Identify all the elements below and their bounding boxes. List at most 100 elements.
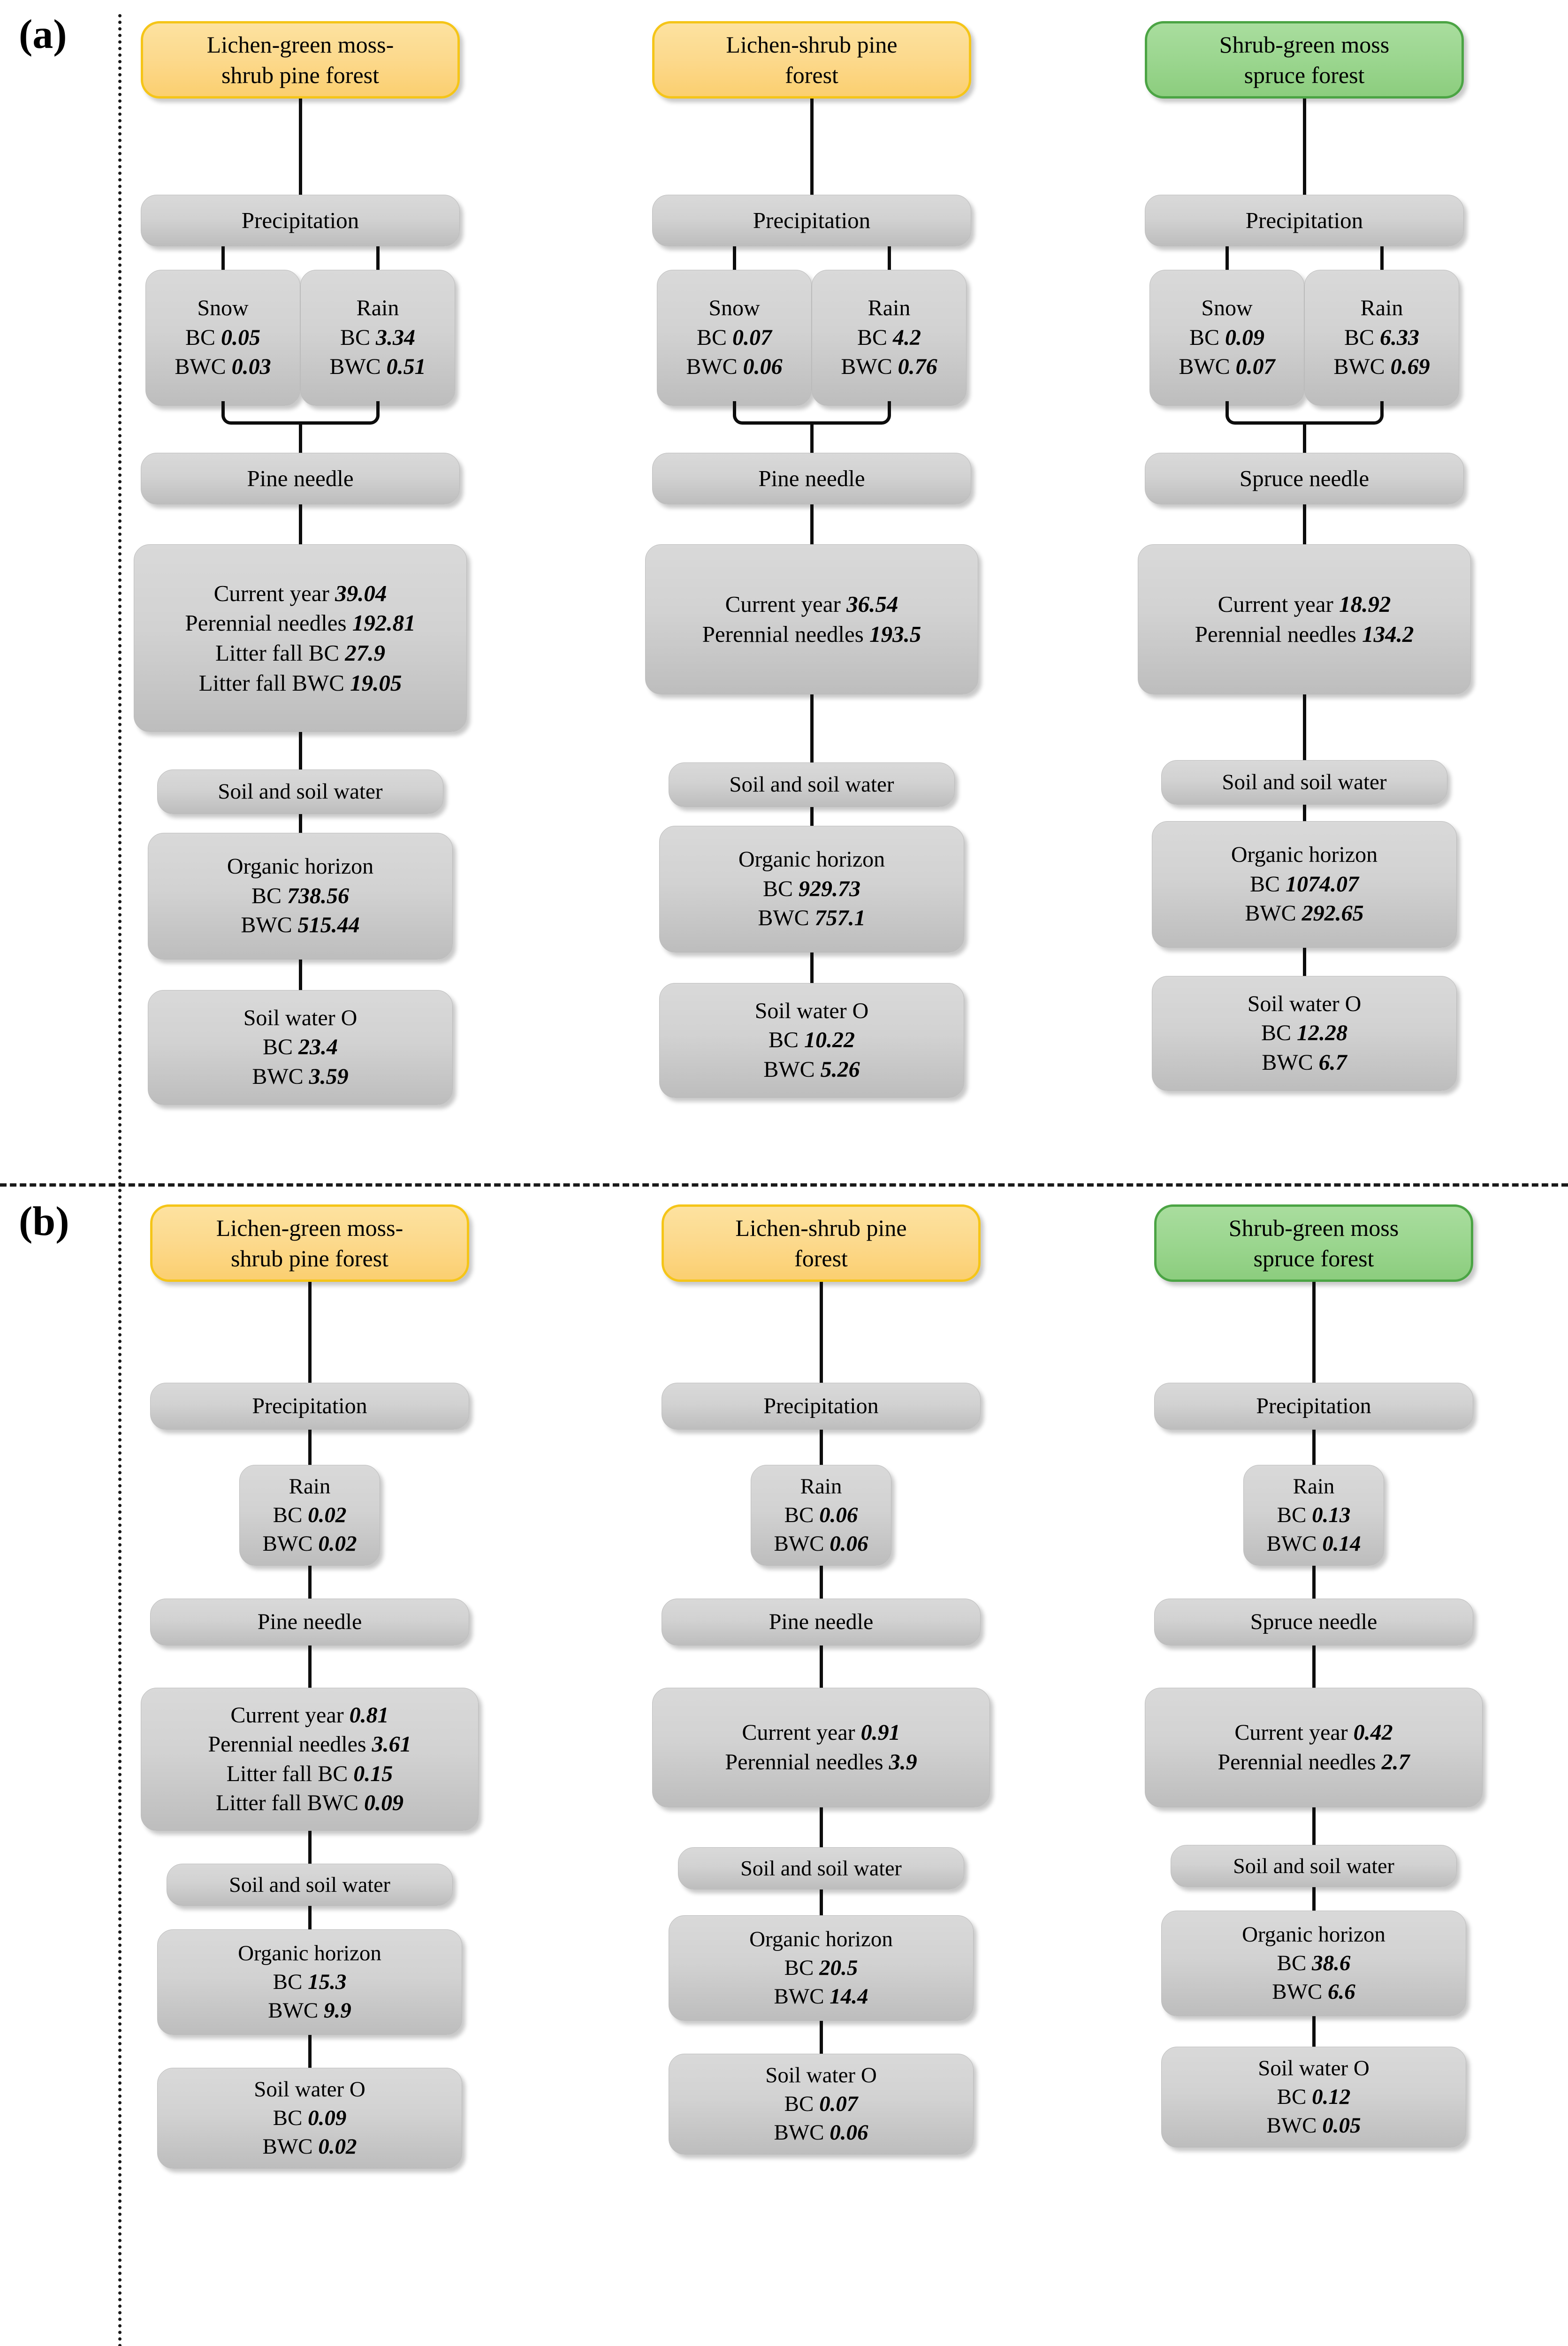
precipitation-node-col1[interactable]: Precipitation xyxy=(150,1383,469,1430)
needle-detail-node-col3-line-2: Perennial needles 134.2 xyxy=(1195,619,1414,649)
connector-needle-detail-col1 xyxy=(308,1645,312,1688)
soil-node-col2-label-1: Soil and soil water xyxy=(740,1856,902,1881)
soil-node-col2[interactable]: Soil and soil water xyxy=(678,1847,964,1889)
connector-header-precip-col2 xyxy=(810,99,814,195)
snow-node-col1-value-2: 0.05 xyxy=(221,325,261,350)
precipitation-node-col3[interactable]: Precipitation xyxy=(1154,1383,1473,1430)
needle-node-col2[interactable]: Pine needle xyxy=(662,1599,981,1645)
organic-horizon-node-col1-line-2: BC 15.3 xyxy=(273,1968,347,1996)
organic-horizon-node-col1-line-2: BC 738.56 xyxy=(251,882,349,911)
soil-node-col3-line-1: Soil and soil water xyxy=(1233,1852,1394,1880)
soil-node-col1-line-1: Soil and soil water xyxy=(229,1871,390,1899)
organic-horizon-node-col3-label-3: BWC xyxy=(1245,901,1296,926)
organic-horizon-node-col2-value-3: 757.1 xyxy=(814,906,866,931)
organic-horizon-node-col1-label-2: BC xyxy=(251,883,282,908)
soil-node-col1[interactable]: Soil and soil water xyxy=(157,769,443,814)
precipitation-node-col2[interactable]: Precipitation xyxy=(662,1383,981,1430)
soil-water-node-col2-label-1: Soil water O xyxy=(765,2063,877,2087)
organic-horizon-node-col1-label-2: BC xyxy=(273,1969,303,1994)
organic-horizon-node-col3-label-2: BC xyxy=(1249,871,1280,897)
soil-water-node-col2-label-2: BC xyxy=(784,2091,814,2116)
forest-type-header-col1[interactable]: Lichen-green moss-shrub pine forest xyxy=(141,21,460,99)
precipitation-node-col1-label-1: Precipitation xyxy=(241,207,359,234)
rain-node-col1-line-2: BC 3.34 xyxy=(340,323,415,352)
needle-detail-node-col1-line-4: Litter fall BWC 19.05 xyxy=(199,668,402,698)
soil-node-col2[interactable]: Soil and soil water xyxy=(669,762,955,807)
forest-type-header-col2-line-1: Lichen-shrub pine xyxy=(726,30,897,60)
soil-water-node-col2-value-2: 0.07 xyxy=(819,2091,858,2116)
needle-detail-node-col2-value-2: 193.5 xyxy=(869,621,921,647)
organic-horizon-node-col2-line-2: BC 929.73 xyxy=(763,875,860,904)
needle-node-col1[interactable]: Pine needle xyxy=(141,453,460,504)
connector-bracket-needle-col3 xyxy=(1303,425,1306,453)
needle-detail-node-col3-label-2: Perennial needles xyxy=(1195,621,1356,647)
organic-horizon-node-col1-label-1: Organic horizon xyxy=(238,1941,381,1965)
soil-water-node-col1-line-2: BC 23.4 xyxy=(263,1033,338,1062)
needle-node-col1-label-1: Pine needle xyxy=(257,1609,362,1634)
soil-water-node-col3-label-1: Soil water O xyxy=(1247,991,1362,1016)
soil-node-col1[interactable]: Soil and soil water xyxy=(167,1864,453,1906)
soil-water-node-col3-label-3: BWC xyxy=(1262,1050,1313,1075)
forest-type-header-col1[interactable]: Lichen-green moss-shrub pine forest xyxy=(150,1204,469,1282)
needle-node-col2-line-1: Pine needle xyxy=(758,464,865,494)
precipitation-node-col1[interactable]: Precipitation xyxy=(141,195,460,246)
needle-node-col3[interactable]: Spruce needle xyxy=(1145,453,1464,504)
needle-node-col2[interactable]: Pine needle xyxy=(652,453,971,504)
needle-detail-node-col2-value-2: 3.9 xyxy=(889,1749,917,1775)
precipitation-node-col2[interactable]: Precipitation xyxy=(652,195,971,246)
needle-node-col1[interactable]: Pine needle xyxy=(150,1599,469,1645)
needle-detail-node-col1-label-3: Litter fall BC xyxy=(215,640,339,666)
organic-horizon-node-col2-label-3: BWC xyxy=(774,1984,824,2009)
needle-detail-node-col2-line-2: Perennial needles 3.9 xyxy=(725,1748,917,1777)
soil-water-node-col3-value-2: 12.28 xyxy=(1297,1021,1348,1046)
rain-node-col1-label-2: BC xyxy=(273,1502,303,1527)
soil-water-node-col3-line-1: Soil water O xyxy=(1258,2054,1370,2083)
precipitation-node-col3[interactable]: Precipitation xyxy=(1145,195,1464,246)
forest-type-header-col2-label-2: forest xyxy=(794,1245,848,1272)
snow-node-col3-value-3: 0.07 xyxy=(1235,354,1275,380)
soil-node-col3[interactable]: Soil and soil water xyxy=(1171,1845,1457,1887)
connector-soil-organic-col2 xyxy=(820,1889,823,1915)
soil-node-col1-label-1: Soil and soil water xyxy=(218,779,383,804)
rain-node-col2-label-1: Rain xyxy=(868,296,911,321)
connector-detail-soil-col2 xyxy=(810,694,814,762)
precipitation-node-col3-line-1: Precipitation xyxy=(1256,1392,1371,1421)
organic-horizon-node-col1-label-3: BWC xyxy=(241,913,292,938)
snow-node-col1-line-3: BWC 0.03 xyxy=(175,352,271,381)
soil-node-col3[interactable]: Soil and soil water xyxy=(1161,760,1447,805)
connector-bracket-needle-col1 xyxy=(299,425,302,453)
needle-node-col3[interactable]: Spruce needle xyxy=(1154,1599,1473,1645)
soil-water-node-col2-value-3: 5.26 xyxy=(820,1057,860,1082)
